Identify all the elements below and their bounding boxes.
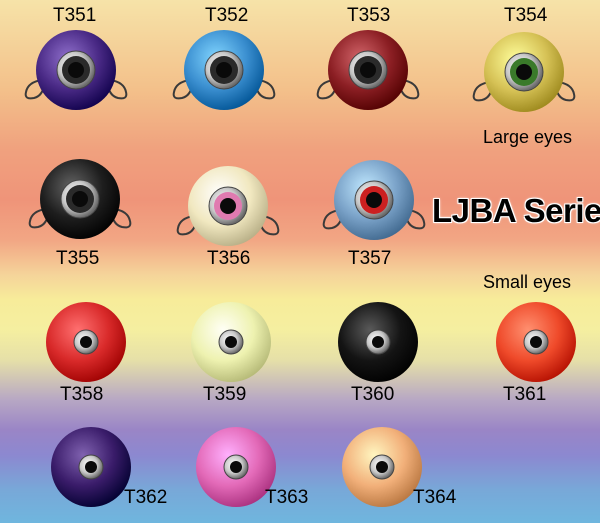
lure-code: T351 <box>53 5 97 26</box>
eye-pupil <box>80 336 92 348</box>
lure-head-icon <box>496 302 576 382</box>
lure-code: T364 <box>413 487 457 508</box>
eye-pupil <box>366 192 382 208</box>
series-title: LJBA Series <box>432 192 600 229</box>
lure-head-icon <box>28 159 132 239</box>
lure-head-icon <box>342 427 422 507</box>
lure-code: T362 <box>124 487 168 508</box>
wire-loop-icon <box>555 81 576 102</box>
lure-head-icon <box>191 302 271 382</box>
eye-pupil <box>230 461 242 473</box>
lure-code: T354 <box>504 5 548 26</box>
lure-head-icon <box>176 166 280 246</box>
wire-loop-icon <box>255 79 276 100</box>
lure-head-icon <box>338 302 418 382</box>
eye-pupil <box>360 62 376 78</box>
wire-loop-icon <box>176 215 197 236</box>
lure-t358 <box>30 300 142 384</box>
lure-code: T353 <box>347 5 391 26</box>
lure-t355 <box>24 157 136 241</box>
lure-head-icon <box>24 30 128 110</box>
eye-pupil <box>530 336 542 348</box>
lure-head-icon <box>316 30 420 110</box>
lure-t363 <box>180 425 292 509</box>
eye-pupil <box>516 64 532 80</box>
lure-t362 <box>35 425 147 509</box>
lure-t353 <box>312 28 424 112</box>
eye-pupil <box>216 62 232 78</box>
lure-head-icon <box>172 30 276 110</box>
wire-loop-icon <box>472 81 493 102</box>
eye-pupil <box>85 461 97 473</box>
wire-loop-icon <box>322 209 343 230</box>
lure-t361 <box>480 300 592 384</box>
lure-head-icon <box>196 427 276 507</box>
lure-t357 <box>318 158 430 242</box>
eye-pupil <box>376 461 388 473</box>
wire-loop-icon <box>172 79 193 100</box>
lure-code: T359 <box>203 384 247 405</box>
lure-code: T355 <box>56 248 100 269</box>
lure-t359 <box>175 300 287 384</box>
lure-code: T360 <box>351 384 395 405</box>
lure-code: T352 <box>205 5 249 26</box>
wire-loop-icon <box>399 79 420 100</box>
wire-loop-icon <box>107 79 128 100</box>
lure-head-icon <box>472 32 576 112</box>
lure-head-icon <box>322 160 426 240</box>
lure-t352 <box>168 28 280 112</box>
lure-t356 <box>172 164 284 248</box>
wire-loop-icon <box>24 79 45 100</box>
lure-t354 <box>468 30 580 114</box>
lure-code: T361 <box>503 384 547 405</box>
lure-t360 <box>322 300 434 384</box>
lure-code: T357 <box>348 248 392 269</box>
lure-code: T363 <box>265 487 309 508</box>
lure-head-icon <box>51 427 131 507</box>
lure-code: T356 <box>207 248 251 269</box>
lure-t364 <box>326 425 438 509</box>
eye-pupil <box>225 336 237 348</box>
lure-head-icon <box>46 302 126 382</box>
small-eyes-label: Small eyes <box>483 272 572 292</box>
eye-pupil <box>72 191 88 207</box>
large-eyes-label: Large eyes <box>483 127 573 147</box>
eye-pupil <box>68 62 84 78</box>
wire-loop-icon <box>111 208 132 229</box>
wire-loop-icon <box>28 208 49 229</box>
eye-pupil <box>220 198 236 214</box>
lure-code: T358 <box>60 384 104 405</box>
wire-loop-icon <box>259 215 280 236</box>
eye-pupil <box>372 336 384 348</box>
wire-loop-icon <box>405 209 426 230</box>
wire-loop-icon <box>316 79 337 100</box>
lure-t351 <box>20 28 132 112</box>
